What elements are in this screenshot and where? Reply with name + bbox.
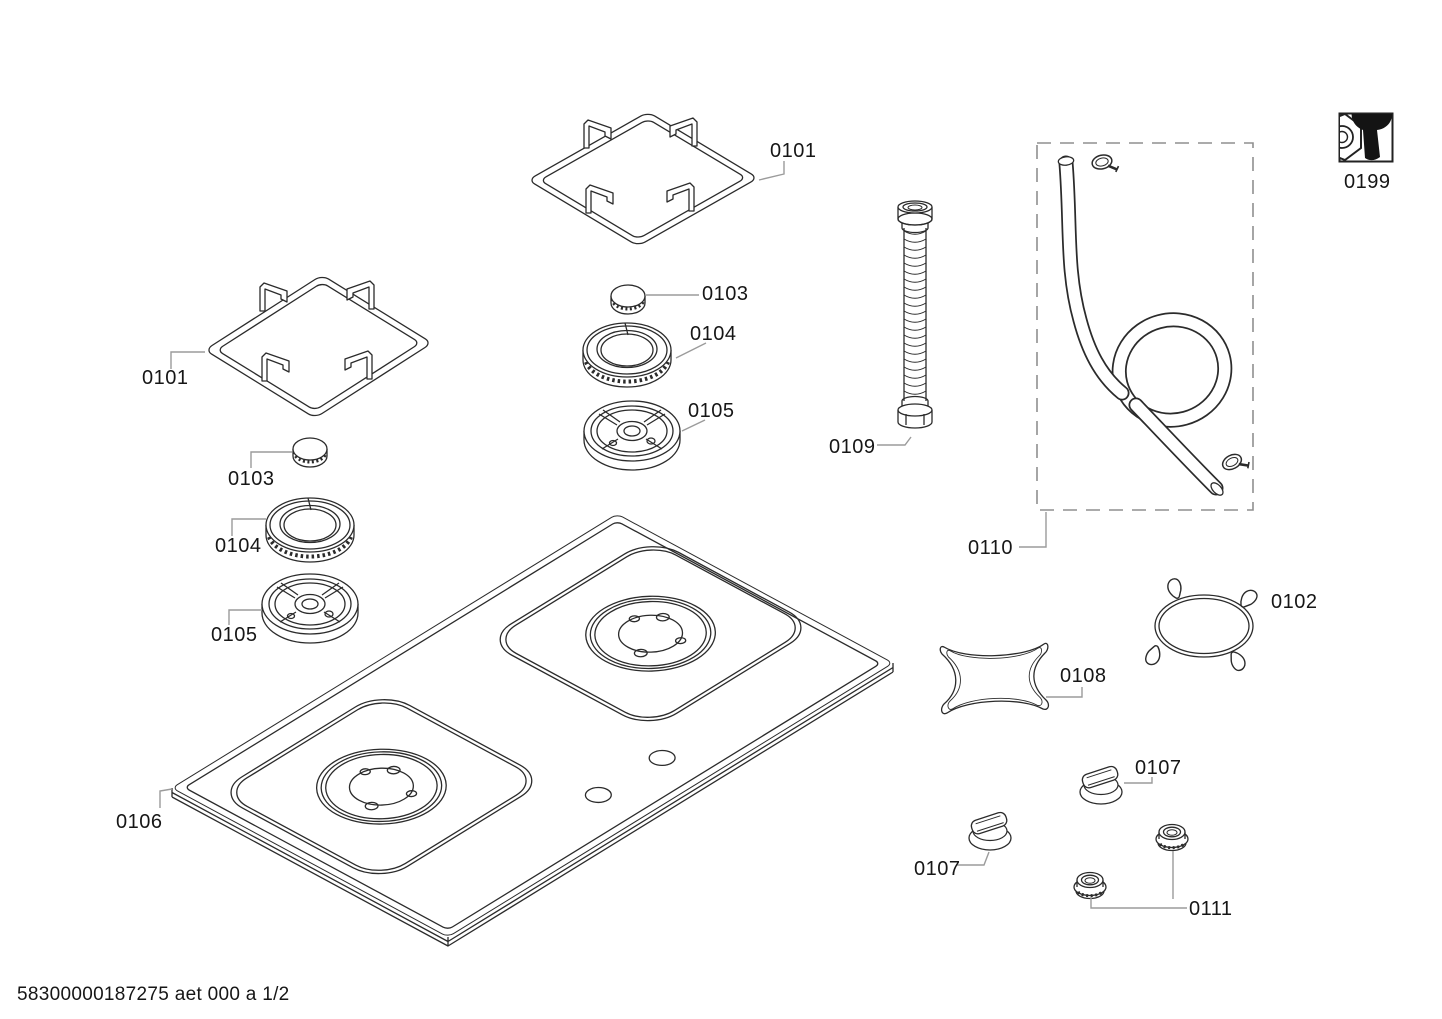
control-knob-b-drawing <box>968 810 1012 851</box>
part-label-0107-a: 0107 <box>1135 757 1182 779</box>
part-label-0106: 0106 <box>116 811 163 833</box>
part-label-0111: 0111 <box>1189 898 1233 920</box>
hose-kit-drawing <box>1036 142 1254 511</box>
part-label-0107-b: 0107 <box>914 858 961 880</box>
part-label-0108: 0108 <box>1060 665 1107 687</box>
part-label-0104-left: 0104 <box>215 535 262 557</box>
gas-pipe-drawing <box>897 200 933 429</box>
part-label-0105-centre: 0105 <box>688 400 735 422</box>
control-knob-a-drawing <box>1079 764 1123 805</box>
part-label-0105-left: 0105 <box>211 624 258 646</box>
part-label-0104-centre: 0104 <box>690 323 737 345</box>
wok-ring-drawing <box>1143 576 1260 674</box>
document-code: 58300000187275 aet 000 a 1/2 <box>17 984 290 1005</box>
part-label-0103-left: 0103 <box>228 468 275 490</box>
part-label-0199: 0199 <box>1344 171 1391 193</box>
pan-support-top-drawing <box>528 112 758 246</box>
burner-stack-left-drawing <box>261 437 359 644</box>
service-tools-icon <box>1338 112 1394 163</box>
part-label-0101-left: 0101 <box>142 367 189 389</box>
part-label-0102: 0102 <box>1271 591 1318 613</box>
cooktop-panel-drawing <box>172 514 893 946</box>
pan-support-left-drawing <box>205 275 432 418</box>
fixing-nut-a-drawing <box>1154 823 1190 852</box>
fixing-nut-b-drawing <box>1072 871 1108 900</box>
burner-stack-centre-drawing <box>582 284 681 471</box>
part-label-0109: 0109 <box>829 436 876 458</box>
part-label-0101-top: 0101 <box>770 140 817 162</box>
leader-lines <box>159 161 1187 909</box>
part-label-0110: 0110 <box>968 537 1013 559</box>
part-label-0103-centre: 0103 <box>702 283 749 305</box>
simmer-cross-drawing <box>939 642 1050 715</box>
